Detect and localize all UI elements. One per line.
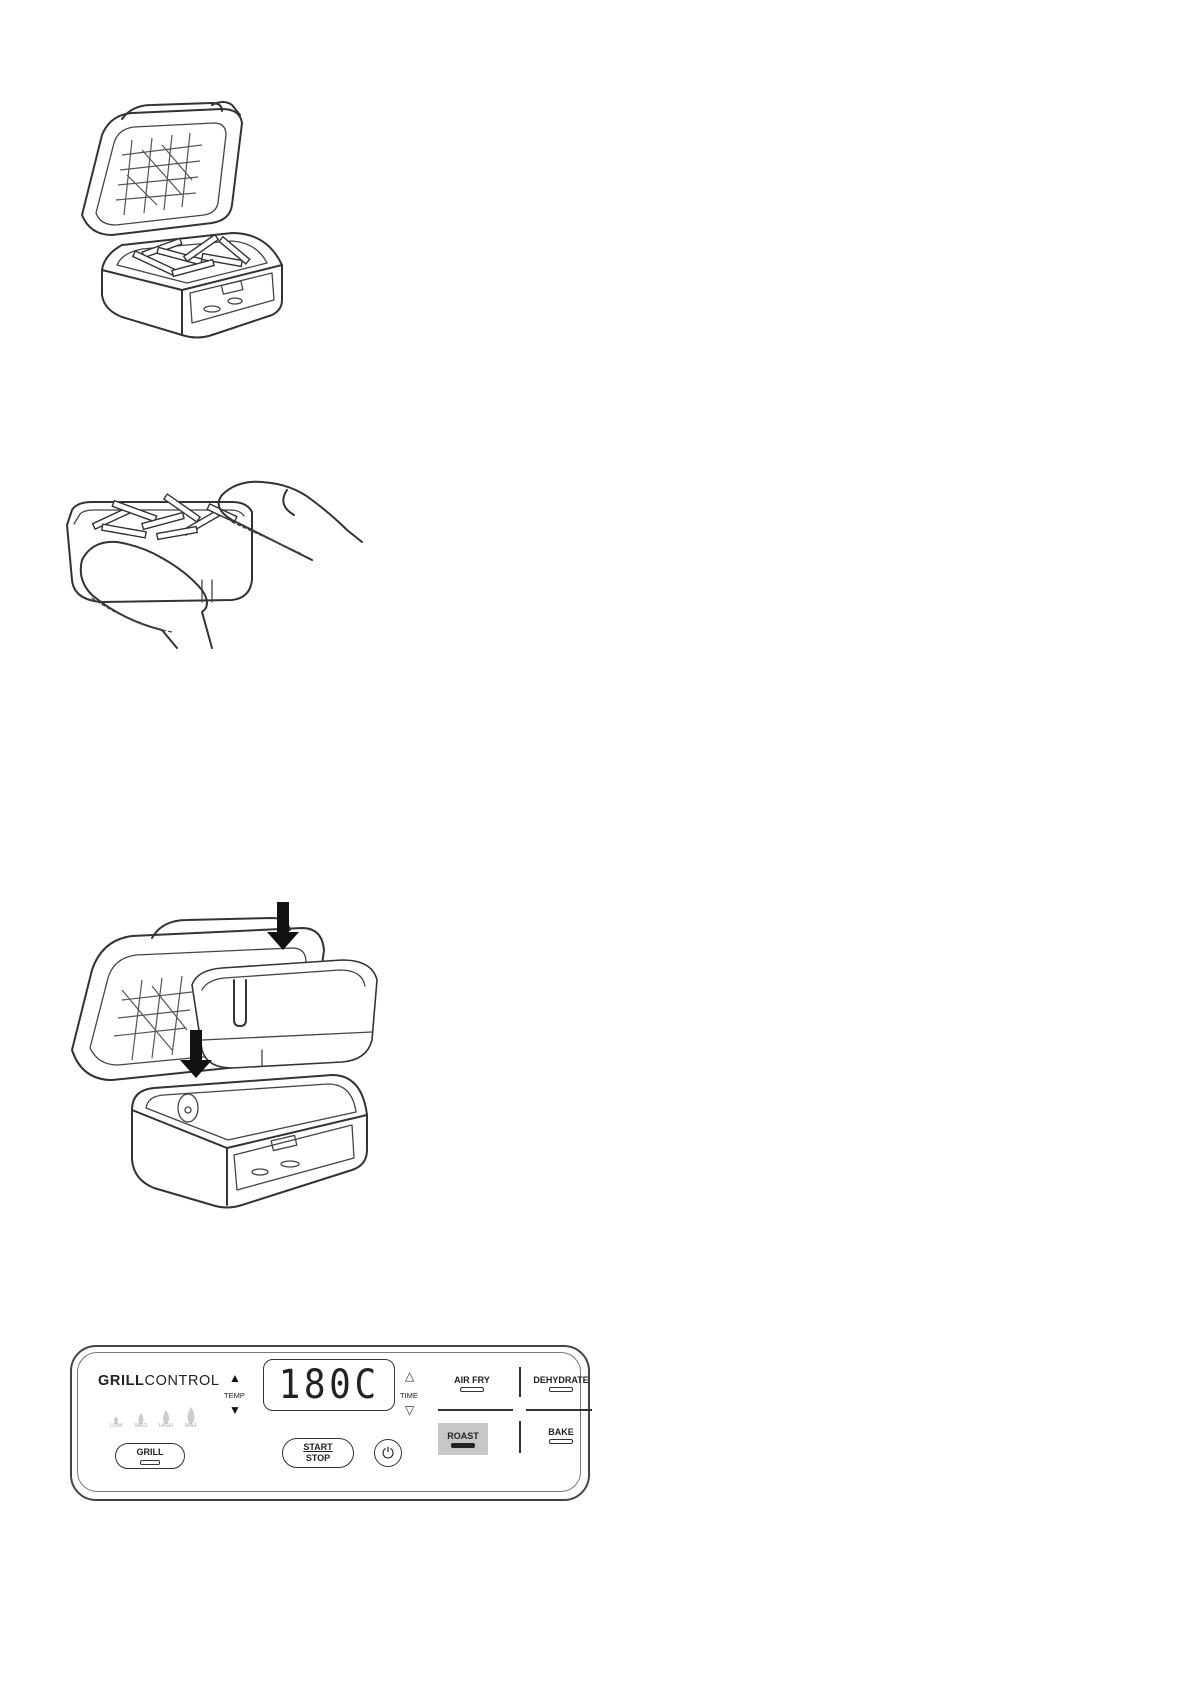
mode-divider-horizontal-right	[526, 1409, 592, 1411]
mode-dehydrate[interactable]: DEHYDRATE	[526, 1375, 596, 1397]
mode-divider-vertical-top	[519, 1367, 521, 1397]
brand-logo: GRILLCONTROL	[98, 1373, 220, 1389]
grill-level-flame-icons	[104, 1403, 224, 1435]
flame-label-med: MED	[135, 1423, 147, 1429]
figure-appliance-open-with-fries	[62, 95, 302, 350]
mode-divider-vertical-bottom	[519, 1421, 521, 1453]
time-up-arrow-icon[interactable]: △	[405, 1369, 414, 1383]
temp-up-arrow-icon[interactable]: ▲	[229, 1371, 241, 1385]
lcd-display-value: 180C	[278, 1362, 379, 1408]
figure-insert-basket	[62, 900, 407, 1235]
time-down-arrow-icon[interactable]: ▽	[405, 1403, 414, 1417]
mode-roast[interactable]: ROAST	[438, 1423, 488, 1455]
flame-label-high: HIGH	[159, 1423, 173, 1429]
lcd-display: 180C	[263, 1359, 395, 1411]
temp-down-arrow-icon[interactable]: ▼	[229, 1403, 241, 1417]
control-panel: GRILLCONTROL LOW MED HIGH MAX GRILL ▲ TE…	[70, 1345, 590, 1501]
power-icon[interactable]: ⏻	[374, 1439, 402, 1467]
temp-label: TEMP	[224, 1391, 245, 1400]
grill-indicator-bar	[140, 1460, 160, 1465]
flame-label-max: MAX	[185, 1423, 197, 1429]
mode-bake[interactable]: BAKE	[526, 1427, 596, 1449]
flame-label-low: LOW	[110, 1423, 123, 1429]
grill-button[interactable]: GRILL	[115, 1443, 185, 1469]
time-label: TIME	[400, 1391, 418, 1400]
figure-hands-shaking-basket	[62, 480, 367, 650]
mode-divider-horizontal-left	[438, 1409, 513, 1411]
mode-air-fry[interactable]: AIR FRY	[438, 1375, 506, 1397]
